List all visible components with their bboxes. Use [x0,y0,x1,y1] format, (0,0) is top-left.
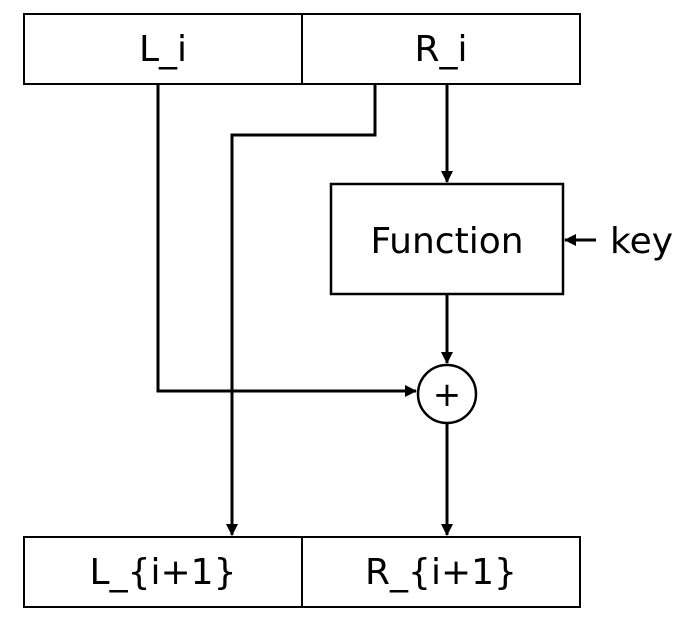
function-block: Function [329,182,565,296]
key-label: key [610,221,673,262]
function-box [329,182,565,296]
connections [156,84,453,536]
top-row: L_i R_i [23,13,581,85]
top-left-label: L_i [139,29,187,70]
li-to-xor-arrow [156,84,417,397]
ri-to-next-left-arrow [226,84,377,536]
key-input: key [564,221,673,262]
top-right-box [301,13,581,85]
xor-symbol: + [433,375,462,415]
bottom-right-box [301,536,581,608]
function-label: Function [370,221,523,262]
bottom-left-label: L_{i+1} [90,552,237,593]
top-right-label: R_i [414,29,467,70]
xor-circle [416,363,478,425]
top-left-box [23,13,303,85]
xor-node: + [416,363,478,425]
bottom-right-label: R_{i+1} [365,552,517,593]
bottom-row: L_{i+1} R_{i+1} [23,536,581,608]
